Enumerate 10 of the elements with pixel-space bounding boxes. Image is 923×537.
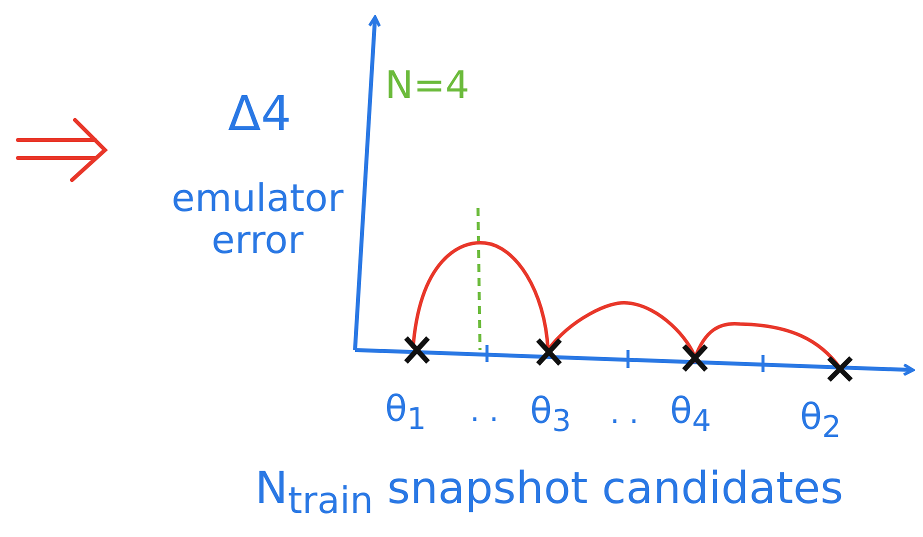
axis-symbol: Δ4 [228,88,292,141]
axis-label: emulator error [170,178,345,262]
parameter-label: θ$_{3}$ [530,392,572,438]
ellipsis-text: . . [610,397,639,430]
axis-label: N$_{train}$ snapshot candidates [255,465,844,522]
ellipsis-text: . . [470,395,499,428]
parameter-label: θ$_{4}$ [670,392,712,438]
threshold-label: N=4 [385,65,470,107]
parameter-label: θ$_{1}$ [385,390,426,436]
parameter-label: θ$_{2}$ [800,398,842,444]
